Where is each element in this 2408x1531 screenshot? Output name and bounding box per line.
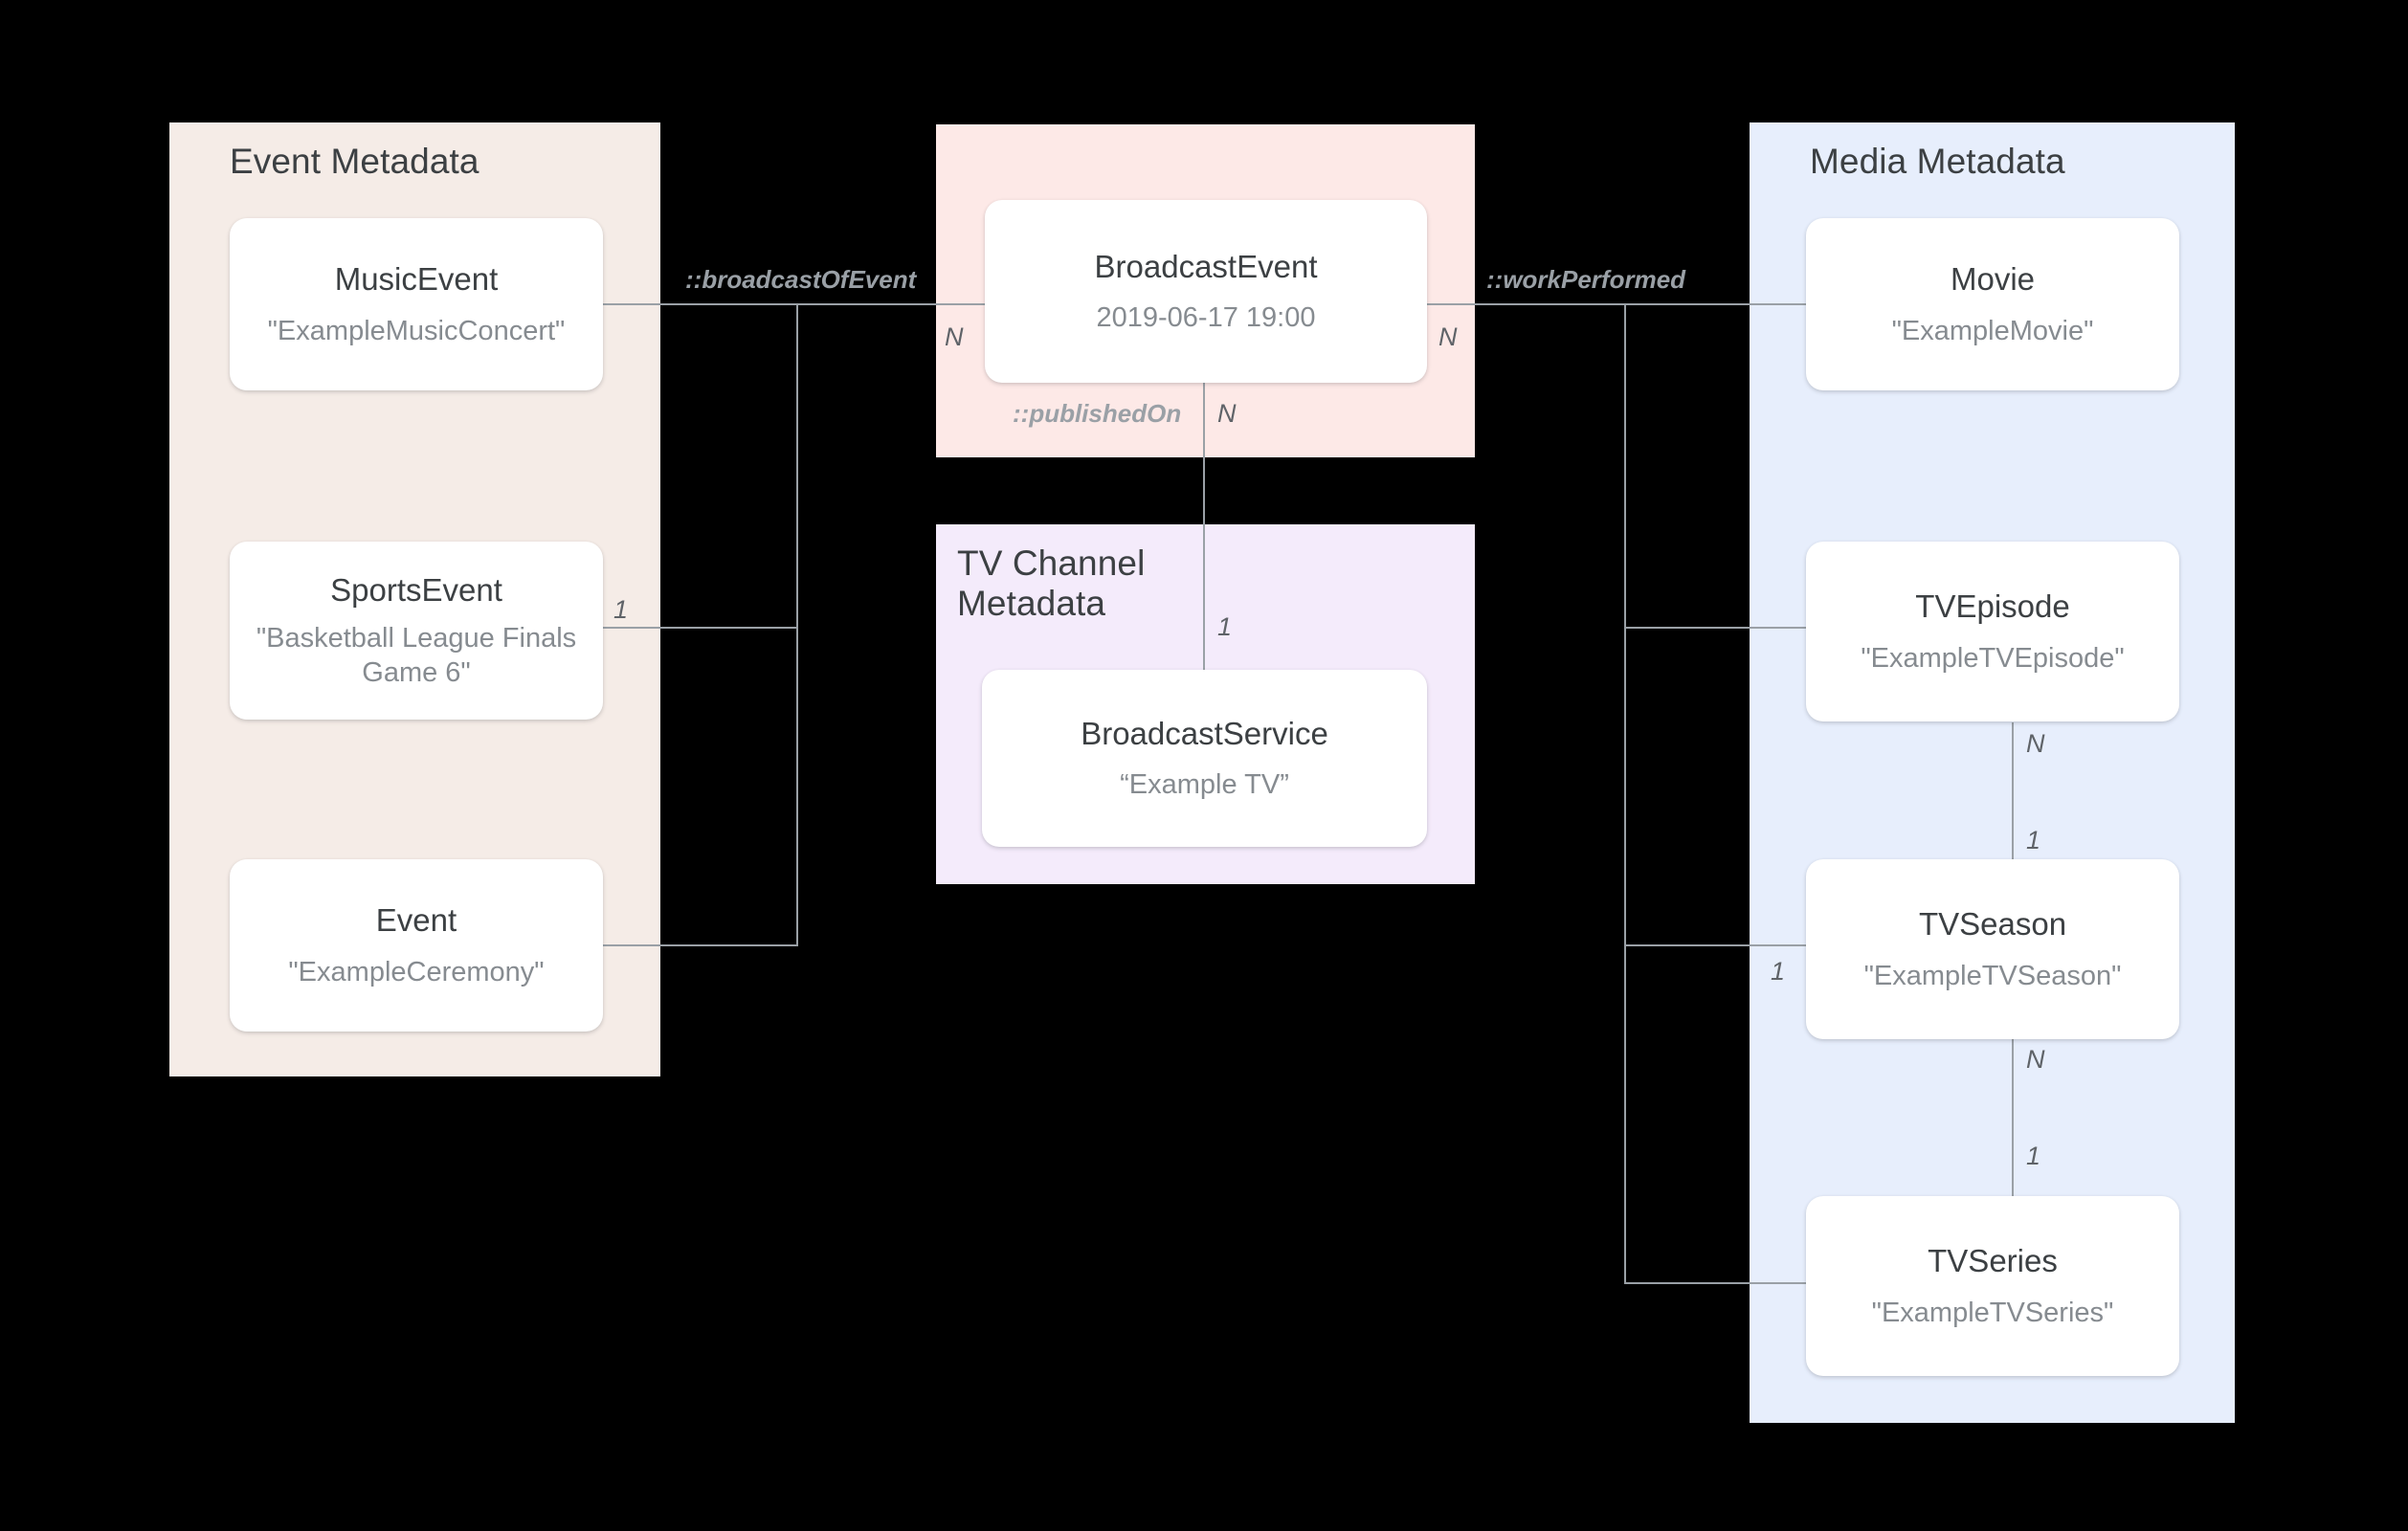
card-broadcastservice-title: BroadcastService xyxy=(1081,715,1328,751)
card-tvseason-value: "ExampleTVSeason" xyxy=(1863,960,2122,991)
card-broadcastevent-value: 2019-06-17 19:00 xyxy=(1096,302,1316,334)
card-tvseries-title: TVSeries xyxy=(1928,1243,2058,1279)
cardinality-one-tvseason-up: 1 xyxy=(2026,826,2041,854)
edge-musicevent-stub xyxy=(601,303,797,305)
card-event-title: Event xyxy=(375,902,457,939)
card-sportsevent[interactable]: SportsEvent "Basketball League Finals Ga… xyxy=(230,542,603,720)
edge-branch-tvseason xyxy=(1624,944,1806,946)
card-broadcastevent-title: BroadcastEvent xyxy=(1094,248,1318,284)
cardinality-n-broadcastevent-bottom: N xyxy=(1217,399,1237,428)
card-movie-value: "ExampleMovie" xyxy=(1891,315,2094,346)
card-broadcastservice[interactable]: BroadcastService “Example TV” xyxy=(982,670,1427,847)
card-tvseason-title: TVSeason xyxy=(1918,906,2067,943)
edge-sportsevent-stub xyxy=(601,627,797,629)
card-movie-title: Movie xyxy=(1950,261,2036,298)
panel-title-media-metadata: Media Metadata xyxy=(1810,142,2065,181)
panel-title-event-metadata: Event Metadata xyxy=(230,142,479,181)
card-tvseason[interactable]: TVSeason "ExampleTVSeason" xyxy=(1806,859,2179,1039)
edge-right-bus-vertical xyxy=(1624,303,1626,1284)
card-sportsevent-value: "Basketball League Finals Game 6" xyxy=(256,622,577,688)
cardinality-n-broadcastevent-left: N xyxy=(945,322,964,351)
card-tvseries[interactable]: TVSeries "ExampleTVSeries" xyxy=(1806,1196,2179,1376)
cardinality-n-tvepisode-down: N xyxy=(2026,729,2045,758)
edge-event-stub xyxy=(601,944,797,946)
relation-label-publishedon: ::publishedOn xyxy=(1013,399,1182,428)
cardinality-one-broadcastservice: 1 xyxy=(1217,612,1233,641)
card-tvseries-value: "ExampleTVSeries" xyxy=(1871,1297,2114,1328)
edge-branch-tvseries xyxy=(1624,1282,1806,1284)
card-broadcastevent[interactable]: BroadcastEvent 2019-06-17 19:00 xyxy=(985,200,1427,383)
card-musicevent[interactable]: MusicEvent "ExampleMusicConcert" xyxy=(230,218,603,390)
card-tvepisode[interactable]: TVEpisode "ExampleTVEpisode" xyxy=(1806,542,2179,721)
edge-broadcastofevent-to-broadcastevent xyxy=(796,303,988,305)
edge-branch-tvepisode xyxy=(1624,627,1806,629)
card-event[interactable]: Event "ExampleCeremony" xyxy=(230,859,603,1032)
cardinality-one-sportsevent: 1 xyxy=(613,595,629,624)
edge-publishedon-vertical xyxy=(1203,383,1205,670)
edge-left-bus-vertical xyxy=(796,303,798,946)
card-musicevent-title: MusicEvent xyxy=(334,261,499,298)
card-musicevent-value: "ExampleMusicConcert" xyxy=(267,315,566,346)
relation-label-workperformed: ::workPerformed xyxy=(1486,265,1686,294)
card-tvepisode-title: TVEpisode xyxy=(1915,588,2070,625)
cardinality-n-tvseason-down: N xyxy=(2026,1045,2045,1074)
cardinality-one-tvseries-up: 1 xyxy=(2026,1142,2041,1170)
card-movie[interactable]: Movie "ExampleMovie" xyxy=(1806,218,2179,390)
card-broadcastservice-value: “Example TV” xyxy=(1120,769,1289,801)
cardinality-n-broadcastevent-right: N xyxy=(1438,322,1458,351)
edge-branch-movie xyxy=(1624,303,1806,305)
edge-workperformed-from-broadcastevent xyxy=(1426,303,1626,305)
panel-title-tv-channel-metadata: TV Channel Metadata xyxy=(957,544,1146,624)
card-event-value: "ExampleCeremony" xyxy=(288,956,545,987)
edge-tvepisode-to-tvseason xyxy=(2012,722,2014,909)
cardinality-one-tvseason-left: 1 xyxy=(1771,957,1786,986)
edge-tvseason-to-tvseries xyxy=(2012,1038,2014,1225)
card-sportsevent-title: SportsEvent xyxy=(330,571,502,608)
relation-label-broadcastofevent: ::broadcastOfEvent xyxy=(685,265,917,294)
card-tvepisode-value: "ExampleTVEpisode" xyxy=(1861,642,2125,674)
